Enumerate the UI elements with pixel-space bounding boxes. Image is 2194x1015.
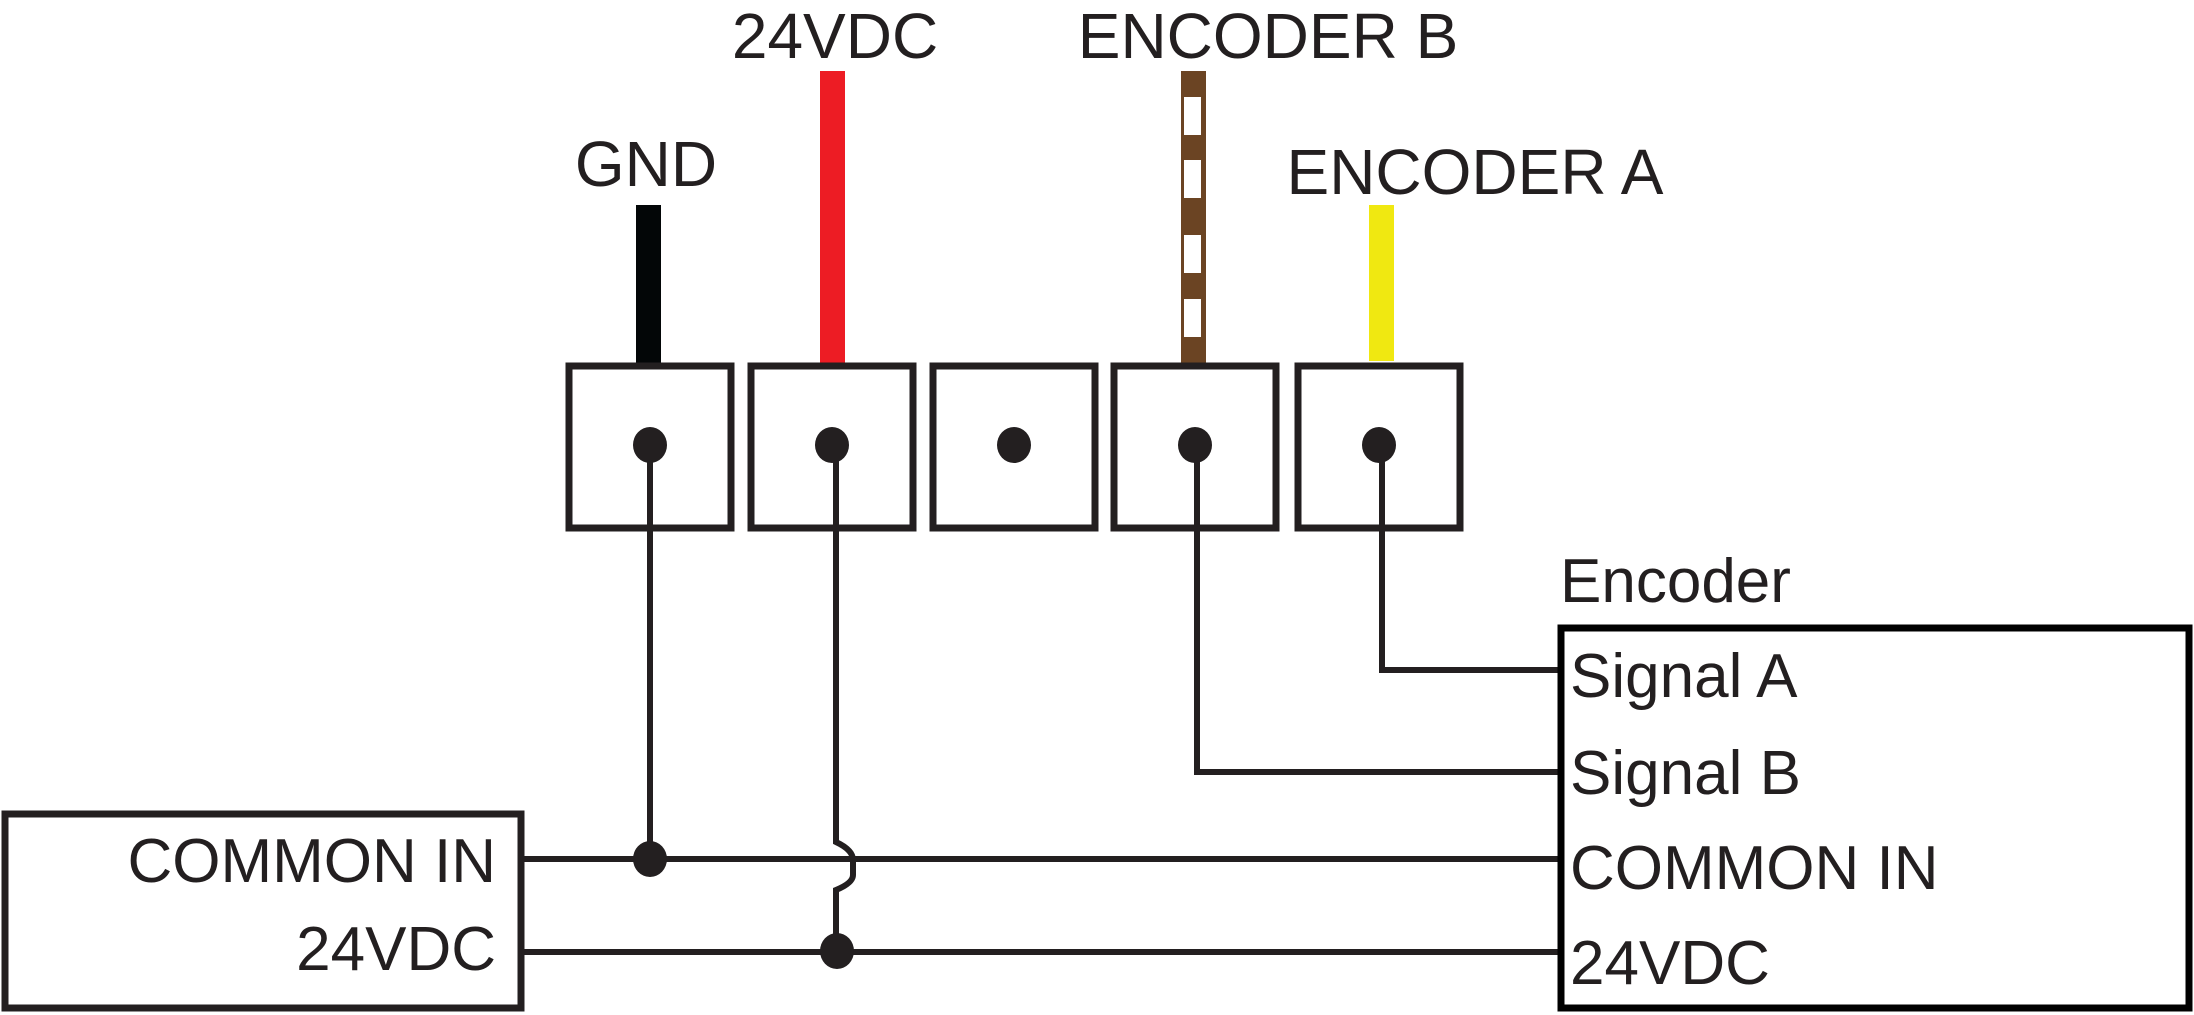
- wire-stripe: [1184, 160, 1201, 198]
- wire-encoder-a-yellow: [1369, 205, 1394, 361]
- controller-pin-common-in: COMMON IN: [127, 827, 496, 896]
- terminal-housing: [929, 362, 1099, 532]
- wire-stripe: [1184, 299, 1201, 337]
- line-encoder-b-to-signal-b: [1194, 448, 1558, 775]
- wire-stripe: [1184, 97, 1201, 135]
- label-encoder-a: ENCODER A: [1287, 136, 1664, 208]
- encoder-pin-signal-a: Signal A: [1570, 642, 1798, 711]
- wire-24vdc-red: [820, 71, 845, 363]
- terminal-housing: [747, 362, 917, 532]
- junction-dot-24vdc: [820, 933, 854, 969]
- encoder-pin-signal-b: Signal B: [1570, 739, 1801, 808]
- controller-pin-24vdc: 24VDC: [296, 915, 496, 984]
- terminal-t3: [929, 362, 1099, 532]
- routing-lines: [521, 446, 1558, 955]
- line-24vdc-with-jumper: [833, 446, 856, 952]
- wire-stripe: [1184, 235, 1201, 273]
- wire-encoder-b-brown-striped: [1181, 71, 1206, 365]
- terminal-t2: [747, 362, 917, 532]
- label-encoder-b: ENCODER B: [1078, 0, 1459, 72]
- controller-box: [1, 810, 525, 1012]
- junction-dot-common: [633, 841, 667, 877]
- terminal-screw-dot: [997, 427, 1031, 463]
- terminal-block: [565, 362, 1464, 532]
- terminal-screw-dot: [633, 427, 667, 463]
- encoder-pin-24vdc: 24VDC: [1570, 929, 1770, 998]
- encoder-pin-common-in: COMMON IN: [1570, 834, 1939, 903]
- encoder-box: [1557, 624, 2193, 1012]
- label-gnd: GND: [575, 128, 717, 200]
- encoder-title: Encoder: [1560, 547, 1791, 616]
- label-24vdc-wire: 24VDC: [732, 0, 938, 72]
- terminal-screw-dot: [1178, 427, 1212, 463]
- wire-gnd-black: [636, 205, 661, 363]
- terminal-screw-dot: [815, 427, 849, 463]
- line-encoder-a-to-signal-a: [1379, 448, 1558, 673]
- terminal-screw-dot: [1362, 427, 1396, 463]
